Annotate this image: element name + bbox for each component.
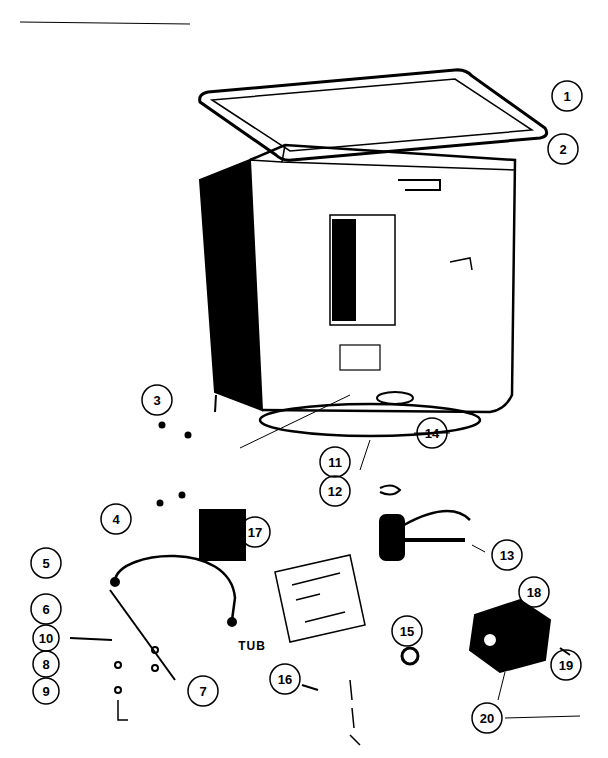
- washer: [115, 687, 121, 693]
- pump: [380, 515, 404, 560]
- callout-number: 5: [42, 557, 49, 570]
- leader-line: [240, 395, 350, 448]
- callout-number: 16: [278, 673, 292, 686]
- screw: [160, 423, 165, 428]
- washer: [152, 665, 158, 671]
- leader-line: [360, 440, 370, 470]
- tub-window-shade: [333, 220, 355, 320]
- pump-arm: [404, 538, 465, 542]
- valve: [470, 600, 550, 672]
- clip: [380, 485, 400, 494]
- clamp: [402, 648, 418, 664]
- bolt: [118, 700, 128, 720]
- lid-inner: [212, 79, 532, 151]
- callout-number: 6: [42, 603, 49, 616]
- callout-number: 9: [42, 685, 49, 698]
- callout-number: 20: [480, 712, 494, 725]
- screw: [180, 493, 185, 498]
- hose-end: [111, 578, 119, 586]
- callout-number: 14: [425, 427, 439, 440]
- panel-part: [200, 510, 245, 560]
- callout-number: 4: [112, 513, 119, 526]
- tub-drain: [377, 392, 413, 404]
- callout-number: 8: [42, 658, 49, 671]
- washer: [152, 647, 158, 653]
- screw: [158, 501, 163, 506]
- tub-rim: [282, 145, 515, 170]
- tub-rim: [250, 160, 282, 162]
- washer: [115, 662, 121, 668]
- callout-number: 7: [199, 685, 206, 698]
- tub-body: [250, 145, 515, 412]
- callout-number: 19: [559, 659, 573, 672]
- tub-side: [200, 160, 262, 410]
- callout-number: 12: [328, 485, 342, 498]
- tub-plate: [340, 345, 380, 370]
- manual-print: [292, 573, 345, 622]
- hose-end: [228, 618, 236, 626]
- tub-window: [330, 215, 395, 325]
- leader-line: [498, 672, 505, 700]
- rod: [110, 590, 175, 680]
- callout-number: 18: [527, 586, 541, 599]
- callout-circles: [31, 81, 582, 733]
- hose: [115, 556, 235, 620]
- callout-number: 2: [559, 143, 566, 156]
- frame-line: [20, 22, 190, 24]
- tub-bracket: [450, 258, 472, 270]
- part-name: TUB: [238, 640, 266, 652]
- manual-sheet: [275, 555, 365, 642]
- lid: [200, 70, 547, 160]
- callout-number: 11: [328, 456, 342, 469]
- callout-number: 17: [248, 526, 262, 539]
- valve-port: [483, 633, 497, 647]
- pin: [302, 685, 318, 690]
- pump-hose: [404, 511, 470, 525]
- screw: [560, 648, 570, 655]
- leader-line: [70, 638, 112, 640]
- callout-number: 15: [400, 625, 414, 638]
- tube: [350, 680, 360, 745]
- frame-line: [505, 716, 580, 718]
- tub-foot: [215, 395, 216, 412]
- tub-latch: [398, 180, 440, 190]
- screw: [186, 433, 191, 438]
- callout-number: 3: [153, 394, 160, 407]
- leader-line: [472, 545, 485, 552]
- callout-number: 10: [39, 632, 53, 645]
- callout-number: 1: [563, 90, 570, 103]
- callout-number: 13: [500, 549, 514, 562]
